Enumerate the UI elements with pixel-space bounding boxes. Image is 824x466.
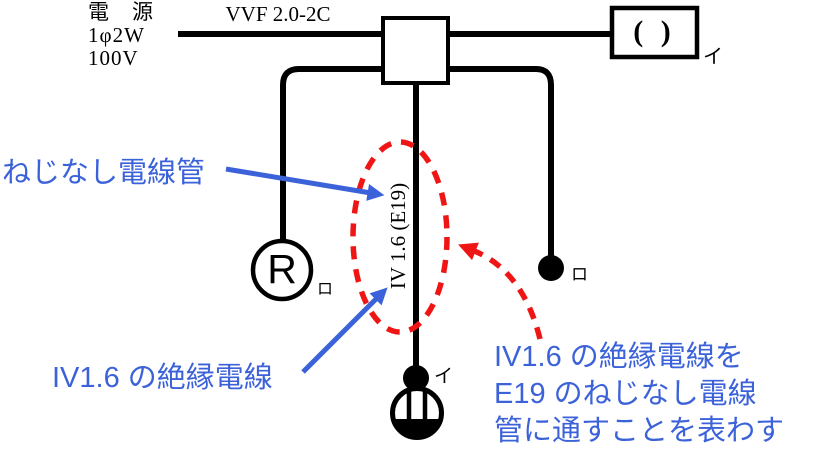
switch-dot-bottom — [403, 365, 429, 391]
device-box-symbol: ( ) — [633, 14, 676, 48]
annotation-explanation-line2: E19 のねじなし電線 — [494, 378, 757, 410]
receptacle-circle — [250, 238, 314, 302]
power-source-label: 電 源 1φ2W 100V — [88, 1, 154, 70]
lamp-fill — [392, 419, 442, 438]
cable-label: VVF 2.0-2C — [225, 2, 331, 26]
switch-dot-right — [538, 255, 564, 281]
power-source-line3: 100V — [88, 46, 139, 70]
conduit-ellipse — [350, 139, 450, 335]
annotation-explanation-line3: 管に通すことを表わす — [494, 415, 785, 447]
receptacle-letter: R — [267, 245, 297, 292]
blue-arrow-conduit — [225, 166, 385, 201]
annotation-wire-note: IV1.6 の絶縁電線 — [52, 362, 273, 394]
lamp-bars — [406, 390, 428, 423]
label-switch-bottom: イ — [434, 366, 454, 387]
power-source-line1: 電 源 — [88, 0, 154, 24]
blue-arrow-wire — [301, 287, 388, 374]
device-box — [609, 5, 700, 60]
annotation-conduit-note: ねじなし電線管 — [2, 157, 206, 189]
annotation-explanation: IV1.6 の絶縁電線を E19 のねじなし電線 管に通すことを表わす — [494, 339, 784, 450]
junction-box — [381, 16, 450, 85]
annotation-explanation-line1: IV1.6 の絶縁電線を — [494, 341, 744, 373]
red-dashed-arrow — [458, 242, 543, 340]
label-device-box: イ — [703, 46, 723, 68]
wire-left-branch — [280, 66, 383, 241]
power-source-line2: 1φ2W — [88, 23, 145, 47]
wire-right-branch — [448, 66, 554, 256]
conduit-wire-label: IV 1.6 (E19) — [386, 182, 410, 290]
label-switch-right: ロ — [571, 265, 588, 284]
label-receptacle: ロ — [317, 281, 334, 298]
